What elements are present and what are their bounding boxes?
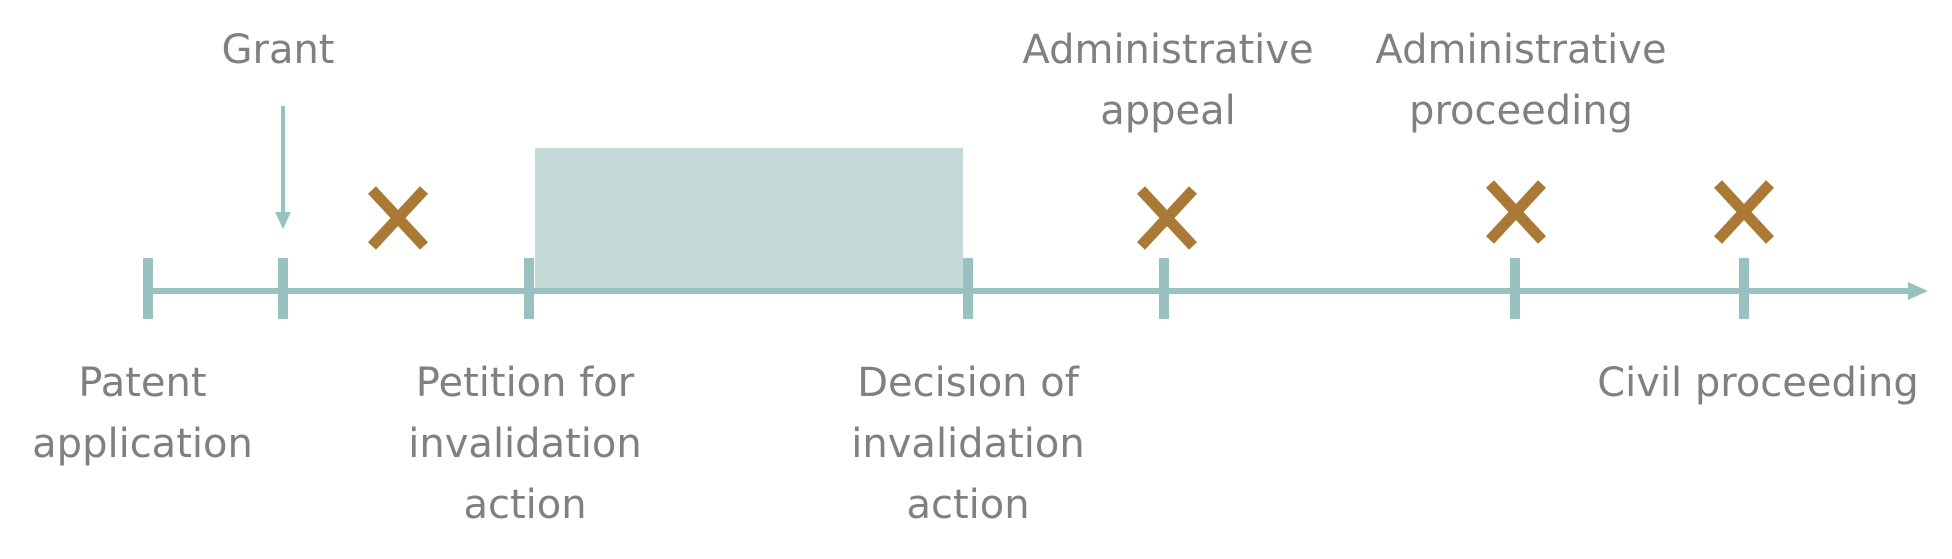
arrow-down-icon [275,106,291,229]
label-line: application [32,421,253,467]
label-civil-proceeding: Civil proceeding [1578,353,1938,414]
label-grant: Grant [198,20,358,81]
label-grant-text: Grant [221,27,335,73]
cross-icon [1713,180,1775,244]
label-line: invalidation [851,421,1085,467]
cross-icon [367,186,429,250]
tick-civil-proceeding [1739,258,1749,319]
tick-grant [278,258,288,319]
label-line: Administrative [1022,27,1314,73]
label-line: action [906,482,1030,528]
tick-patent-application [143,258,153,319]
tick-petition [524,258,534,319]
label-petition: Petition for invalidation action [380,353,670,536]
tick-administrative-proceeding [1510,258,1520,319]
label-decision: Decision of invalidation action [823,353,1113,536]
label-line: proceeding [1409,88,1633,134]
label-line: Patent [78,360,207,406]
tick-administrative-appeal [1159,258,1169,319]
label-line: action [463,482,587,528]
label-line: appeal [1100,88,1236,134]
label-line: invalidation [408,421,642,467]
cross-icon [1136,186,1198,250]
label-patent-application: Patent application [10,353,275,475]
label-civil-proceeding-text: Civil proceeding [1597,360,1919,406]
label-line: Decision of [857,360,1079,406]
label-administrative-proceeding: Administrative proceeding [1361,20,1681,142]
label-line: Petition for [415,360,635,406]
cross-icon [1485,180,1547,244]
label-line: Administrative [1375,27,1667,73]
invalidation-period-band [535,148,963,291]
label-administrative-appeal: Administrative appeal [1008,20,1328,142]
tick-decision [963,258,973,319]
arrow-right-icon [1908,282,1928,300]
